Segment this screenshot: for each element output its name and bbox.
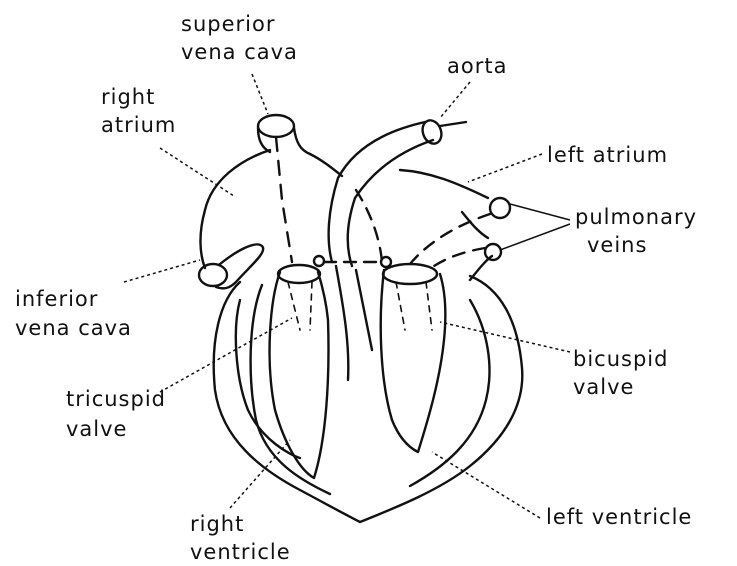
bicuspid-valve-ring [383, 264, 437, 284]
label-left-ventricle: left ventricle [546, 505, 692, 529]
leader-right-atrium [160, 148, 234, 196]
leader-aorta [440, 82, 470, 118]
leader-tricuspid-valve [160, 318, 292, 392]
leader-pulmonary-veins-lower [500, 224, 570, 250]
left-ventricle-chamber [381, 270, 446, 452]
heart-drawing [199, 115, 522, 522]
label-bicuspid-valve: bicuspid valve [573, 347, 676, 399]
pulmonary-vein-lower [485, 244, 501, 260]
label-pulmonary-veins: pulmonary veins [575, 205, 705, 257]
aortic-valve-circle [381, 257, 391, 267]
label-inferior-vena-cava: inferior vena cava [15, 287, 132, 340]
label-tricuspid-valve: tricuspid valve [66, 387, 174, 441]
superior-vena-cava-opening [258, 115, 294, 137]
label-aorta: aorta [447, 54, 507, 78]
label-right-atrium: right atrium [101, 85, 176, 137]
superior-vena-cava-path [276, 137, 292, 262]
label-superior-vena-cava: superior vena cava [181, 12, 298, 64]
tricuspid-valve-ring [278, 265, 320, 283]
superior-vena-cava-wall [258, 128, 310, 154]
leader-right-ventricle [230, 440, 290, 508]
aorta-branch [440, 122, 466, 126]
label-left-atrium: left atrium [547, 143, 668, 167]
pulmonary-valve-circle [314, 256, 324, 266]
right-atrium-wall [200, 150, 342, 268]
left-atrium-inner [410, 214, 490, 270]
leader-bicuspid-valve [440, 322, 570, 352]
right-ventricle-septal-wall [236, 300, 300, 458]
inferior-vena-cava-opening [199, 264, 227, 286]
septum [336, 266, 372, 380]
leader-superior-vena-cava [252, 74, 268, 114]
leader-pulmonary-veins-upper [510, 204, 570, 220]
leader-inferior-vena-cava [124, 260, 200, 282]
leader-left-ventricle [432, 452, 540, 518]
aorta-arch [329, 122, 433, 266]
leader-lines [124, 74, 570, 518]
leader-left-atrium [468, 154, 542, 182]
label-right-ventricle: right ventricle [190, 512, 291, 564]
aorta-descending [356, 190, 382, 262]
pulmonary-vein-upper [490, 198, 510, 218]
heart-inner-wall [251, 285, 490, 494]
